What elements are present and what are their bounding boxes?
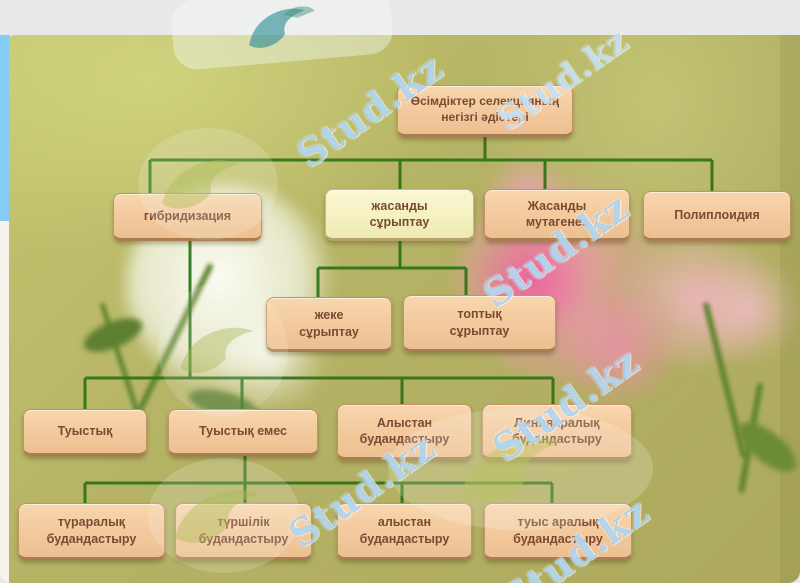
node-artificial-selection: жасанды сұрыптау <box>325 189 474 241</box>
node-polyploidy: Полиплоидия <box>643 191 791 241</box>
node-subspecies-crossing: түршілік будандастыру <box>175 503 312 560</box>
node-related: Туыстық <box>23 409 147 456</box>
right-edge-shade <box>780 35 800 583</box>
node-interrelated-crossing: туыс аралық будандастыру <box>484 503 632 560</box>
node-interline-crossing: Линияаралық будандастыру <box>482 404 632 460</box>
top-blue-bar <box>0 0 800 35</box>
node-unrelated: Туыстық емес <box>168 409 318 456</box>
node-distant-crossing: алыстан будандастыру <box>337 503 472 560</box>
node-interspecific-crossing: түраралық будандастыру <box>18 503 165 560</box>
left-blue-strip <box>0 35 10 221</box>
left-white-strip <box>0 221 9 583</box>
node-hybridization: гибридизация <box>113 193 262 241</box>
node-group-selection: топтық сұрыптау <box>403 295 556 352</box>
node-artificial-mutagenesis: Жасанды мутагенез <box>484 189 630 241</box>
node-distant-hybridization: Алыстан будандастыру <box>337 404 472 460</box>
node-individual-selection: жеке сұрыптау <box>266 297 392 352</box>
node-root-plant-selection-methods: Өсімдіктер селекцияның негізгі әдістері <box>397 85 573 137</box>
